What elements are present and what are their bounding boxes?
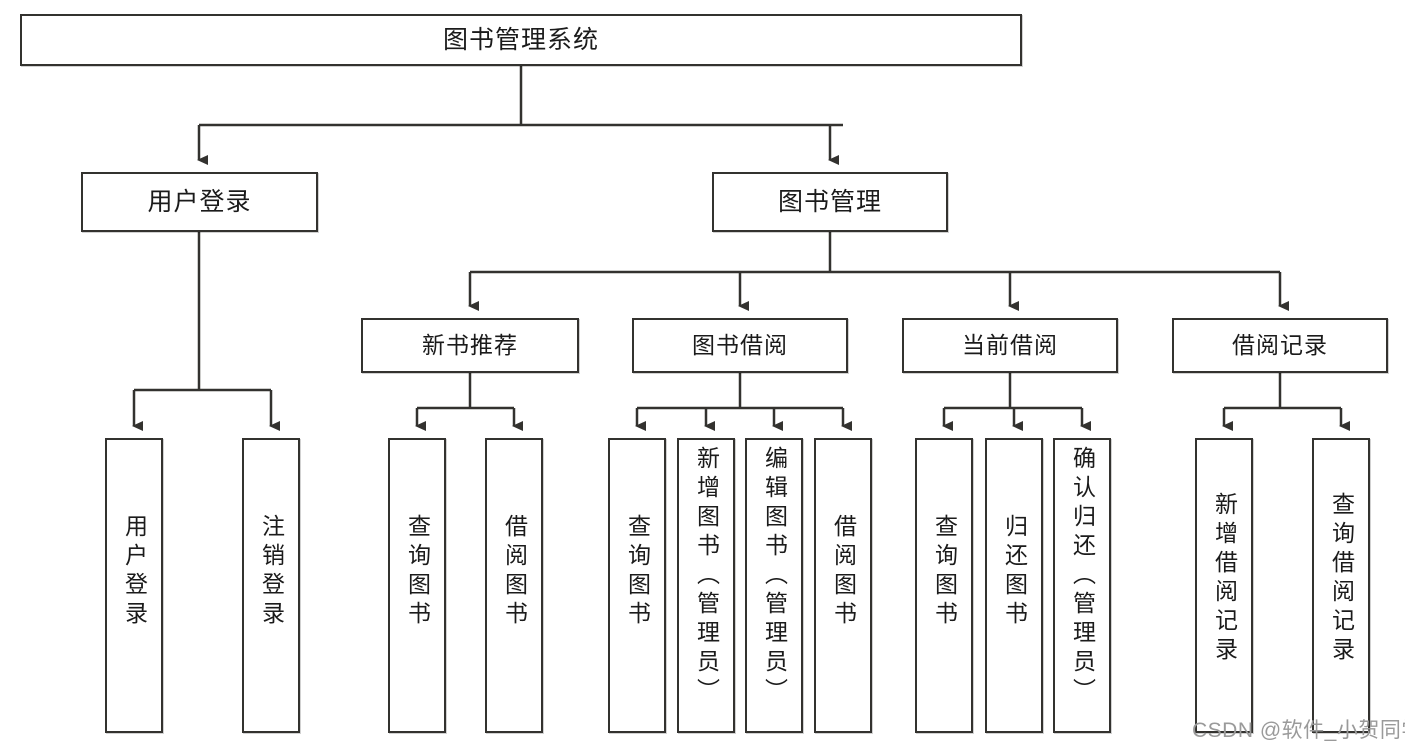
leaf-query-book-rec[interactable]: 查询图书 (388, 438, 446, 733)
leaf-add-borrow-record[interactable]: 新增借阅记录 (1195, 438, 1253, 733)
leaf-edit-book-admin-label: 编辑图书（管理员） (761, 446, 788, 707)
leaf-return-book[interactable]: 归还图书 (985, 438, 1043, 733)
leaf-confirm-return-admin[interactable]: 确认归还（管理员） (1053, 438, 1111, 733)
leaf-add-borrow-record-label: 新增借阅记录 (1211, 492, 1238, 666)
leaf-query-book-cur-label: 查询图书 (931, 514, 958, 630)
node-user-login[interactable]: 用户登录 (81, 172, 318, 232)
leaf-borrow-book-label: 借阅图书 (830, 514, 857, 630)
leaf-borrow-book-rec[interactable]: 借阅图书 (485, 438, 543, 733)
node-book-borrow-label: 图书借阅 (692, 332, 788, 359)
watermark: CSDN @软件_小贺同学 (1192, 719, 1405, 742)
node-borrow-record[interactable]: 借阅记录 (1172, 318, 1388, 373)
leaf-query-book-borrow[interactable]: 查询图书 (608, 438, 666, 733)
leaf-user-login-label: 用户登录 (121, 514, 148, 630)
leaf-query-borrow-record-label: 查询借阅记录 (1328, 492, 1355, 666)
node-user-login-label: 用户登录 (147, 187, 252, 216)
node-new-book-recommend[interactable]: 新书推荐 (361, 318, 579, 373)
node-borrow-record-label: 借阅记录 (1232, 332, 1328, 359)
node-root[interactable]: 图书管理系统 (20, 14, 1022, 66)
leaf-confirm-return-admin-label: 确认归还（管理员） (1069, 446, 1096, 707)
node-new-book-recommend-label: 新书推荐 (422, 332, 518, 359)
leaf-return-book-label: 归还图书 (1001, 514, 1028, 630)
leaf-add-book-admin-label: 新增图书（管理员） (693, 446, 720, 707)
node-book-borrow[interactable]: 图书借阅 (632, 318, 848, 373)
node-book-manage[interactable]: 图书管理 (712, 172, 948, 232)
leaf-add-book-admin[interactable]: 新增图书（管理员） (677, 438, 735, 733)
leaf-borrow-book-rec-label: 借阅图书 (501, 514, 528, 630)
leaf-borrow-book[interactable]: 借阅图书 (814, 438, 872, 733)
node-current-borrow[interactable]: 当前借阅 (902, 318, 1118, 373)
leaf-query-book-cur[interactable]: 查询图书 (915, 438, 973, 733)
leaf-query-book-rec-label: 查询图书 (404, 514, 431, 630)
leaf-user-login[interactable]: 用户登录 (105, 438, 163, 733)
leaf-edit-book-admin[interactable]: 编辑图书（管理员） (745, 438, 803, 733)
node-root-label: 图书管理系统 (442, 25, 599, 54)
node-book-manage-label: 图书管理 (777, 187, 882, 216)
node-current-borrow-label: 当前借阅 (962, 332, 1058, 359)
leaf-logout-login-label: 注销登录 (258, 514, 285, 630)
leaf-logout-login[interactable]: 注销登录 (242, 438, 300, 733)
leaf-query-borrow-record[interactable]: 查询借阅记录 (1312, 438, 1370, 733)
leaf-query-book-borrow-label: 查询图书 (624, 514, 651, 630)
